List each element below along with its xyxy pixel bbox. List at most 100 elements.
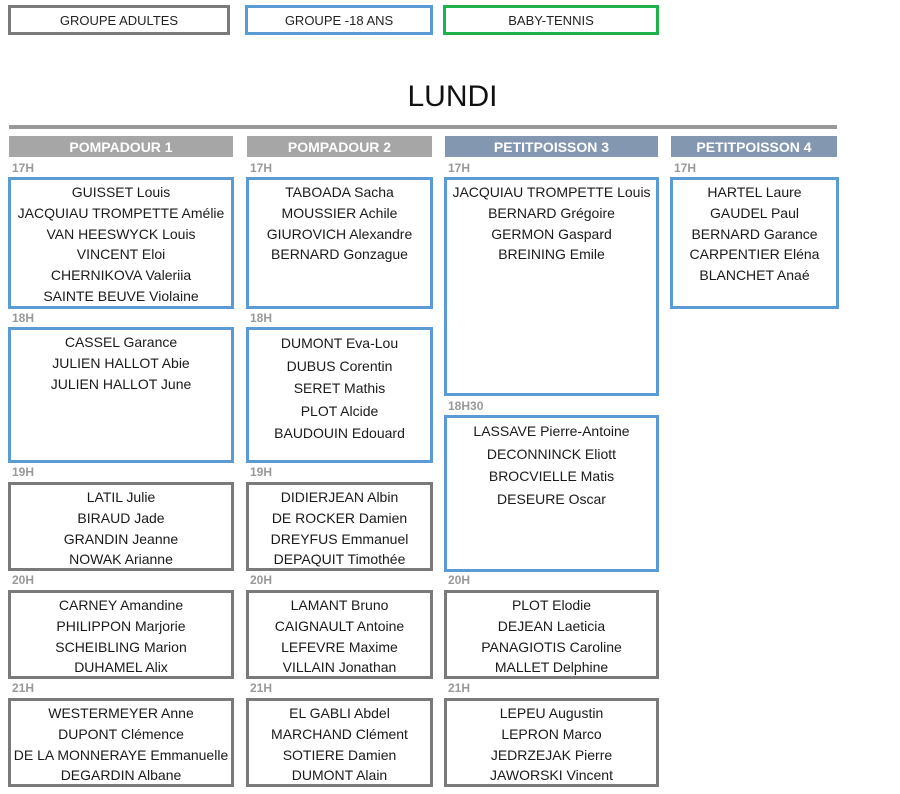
slot-box: DIDIERJEAN Albin DE ROCKER Damien DREYFU… xyxy=(246,482,433,571)
player-name: MARCHAND Clément xyxy=(271,725,408,742)
player-name: LAMANT Bruno xyxy=(290,597,389,613)
time-label: 21H xyxy=(448,681,471,695)
day-title: LUNDI xyxy=(407,80,498,113)
player-name: CARNEY Amandine xyxy=(58,597,184,613)
player-name: PHILIPPON Marjorie xyxy=(56,617,186,634)
player-name: DUMONT Eva-Lou xyxy=(280,335,399,351)
player-name: CASSEL Garance xyxy=(64,334,178,350)
player-name: BLANCHET Anaé xyxy=(699,267,810,284)
player-name: LEPRON Marco xyxy=(501,725,602,742)
player-name: TABOADA Sacha xyxy=(285,184,394,200)
player-name: VAN HEESWYCK Louis xyxy=(46,225,196,242)
slot-box: LAMANT Bruno CAIGNAULT Antoine LEFEVRE M… xyxy=(246,590,433,679)
player-name: PLOT Alcide xyxy=(300,402,379,419)
time-label: 21H xyxy=(12,681,35,695)
player-name: BERNARD Gonzague xyxy=(271,246,408,263)
player-name: PLOT Elodie xyxy=(511,597,592,613)
slot-box: CARNEY Amandine PHILIPPON Marjorie SCHEI… xyxy=(8,590,234,679)
player-name: SAINTE BEUVE Violaine xyxy=(43,287,199,304)
player-name: JULIEN HALLOT June xyxy=(50,375,192,392)
player-name: DUHAMEL Alix xyxy=(74,659,168,676)
player-name: GAUDEL Paul xyxy=(710,204,799,221)
player-name: EL GABLI Abdel xyxy=(289,705,390,721)
player-name: LEPEU Augustin xyxy=(499,705,604,721)
player-name: VILLAIN Jonathan xyxy=(282,659,397,676)
player-name: LEFEVRE Maxime xyxy=(281,638,398,655)
player-name: PANAGIOTIS Caroline xyxy=(481,638,622,655)
player-name: VINCENT Eloi xyxy=(76,246,166,263)
time-label: 20H xyxy=(448,573,471,587)
player-name: BREINING Emile xyxy=(498,246,605,263)
player-name: DIDIERJEAN Albin xyxy=(280,489,399,505)
court-header-pompadour-2: POMPADOUR 2 xyxy=(247,136,432,157)
player-name: GERMON Gaspard xyxy=(491,225,612,242)
player-name: CHERNIKOVA Valeriia xyxy=(50,267,192,284)
player-name: MALLET Delphine xyxy=(494,659,609,676)
slot-box: DUMONT Eva-Lou DUBUS Corentin SERET Math… xyxy=(246,327,433,463)
player-name: SCHEIBLING Marion xyxy=(55,638,187,655)
player-name: LASSAVE Pierre-Antoine xyxy=(473,423,630,439)
slot-box: LEPEU Augustin LEPRON Marco JEDRZEJAK Pi… xyxy=(444,698,659,787)
player-name: JEDRZEJAK Pierre xyxy=(490,746,613,763)
player-name: BROCVIELLE Matis xyxy=(488,468,615,484)
player-name: JAWORSKI Vincent xyxy=(490,767,613,784)
time-label: 20H xyxy=(12,573,35,587)
player-name: SERET Mathis xyxy=(293,380,386,396)
time-label: 17H xyxy=(674,161,697,175)
time-label: 18H xyxy=(12,311,35,325)
court-header-petitpoisson-4: PETITPOISSON 4 xyxy=(671,136,837,157)
player-name: NOWAK Arianne xyxy=(69,551,173,568)
slot-box: CASSEL Garance JULIEN HALLOT Abie JULIEN… xyxy=(8,327,234,463)
player-name: DREYFUS Emmanuel xyxy=(270,530,409,547)
slot-box: EL GABLI Abdel MARCHAND Clément SOTIERE … xyxy=(246,698,433,787)
time-label: 21H xyxy=(250,681,273,695)
player-name: SOTIERE Damien xyxy=(282,746,397,763)
player-name: GRANDIN Jeanne xyxy=(63,530,179,547)
slot-box: JACQUIAU TROMPETTE Louis BERNARD Grégoir… xyxy=(444,177,659,396)
player-name: DUMONT Alain xyxy=(291,767,388,784)
court-header-petitpoisson-3: PETITPOISSON 3 xyxy=(445,136,658,157)
player-name: JACQUIAU TROMPETTE Louis xyxy=(452,184,651,200)
day-divider xyxy=(9,125,837,129)
slot-box: HARTEL Laure GAUDEL Paul BERNARD Garance… xyxy=(670,177,839,309)
player-name: BAUDOUIN Edouard xyxy=(274,425,405,441)
player-name: JULIEN HALLOT Abie xyxy=(52,354,190,371)
player-name: DE LA MONNERAYE Emmanuelle xyxy=(13,746,229,763)
time-label: 20H xyxy=(250,573,273,587)
player-name: DESEURE Oscar xyxy=(497,490,606,507)
player-name: CAIGNAULT Antoine xyxy=(274,617,405,634)
time-label: 17H xyxy=(448,161,471,175)
player-name: DEGARDIN Albane xyxy=(60,767,182,784)
player-name: HARTEL Laure xyxy=(707,184,802,200)
player-name: DUPONT Clémence xyxy=(58,725,184,742)
player-name: LATIL Julie xyxy=(86,489,156,505)
time-label: 19H xyxy=(12,465,35,479)
player-name: DE ROCKER Damien xyxy=(271,509,408,526)
player-name: BIRAUD Jade xyxy=(77,509,165,526)
court-header-pompadour-1: POMPADOUR 1 xyxy=(9,136,233,157)
time-label: 18H30 xyxy=(448,399,484,413)
player-name: CARPENTIER Eléna xyxy=(689,246,820,263)
slot-box: WESTERMEYER Anne DUPONT Clémence DE LA M… xyxy=(8,698,234,787)
player-name: BERNARD Garance xyxy=(691,225,818,242)
slot-box: LATIL Julie BIRAUD Jade GRANDIN Jeanne N… xyxy=(8,482,234,571)
time-label: 19H xyxy=(250,465,273,479)
legend-groupe-adultes: GROUPE ADULTES xyxy=(8,5,230,35)
player-name: GUISSET Louis xyxy=(71,184,171,200)
player-name: DECONNINCK Eliott xyxy=(486,445,617,462)
player-name: GIUROVICH Alexandre xyxy=(266,225,413,242)
slot-box: TABOADA Sacha MOUSSIER Achile GIUROVICH … xyxy=(246,177,433,309)
player-name: WESTERMEYER Anne xyxy=(48,705,194,721)
player-name: JACQUIAU TROMPETTE Amélie xyxy=(17,204,225,221)
time-label: 18H xyxy=(250,311,273,325)
player-name: DUBUS Corentin xyxy=(286,357,393,374)
time-label: 17H xyxy=(250,161,273,175)
player-name: BERNARD Grégoire xyxy=(488,204,615,221)
player-name: DEPAQUIT Timothée xyxy=(273,551,406,568)
legend-baby-tennis: BABY-TENNIS xyxy=(443,5,659,35)
slot-box: LASSAVE Pierre-Antoine DECONNINCK Eliott… xyxy=(444,415,659,572)
player-name: MOUSSIER Achile xyxy=(281,204,398,221)
player-name: DEJEAN Laeticia xyxy=(497,617,606,634)
slot-box: PLOT Elodie DEJEAN Laeticia PANAGIOTIS C… xyxy=(444,590,659,679)
slot-box: GUISSET Louis JACQUIAU TROMPETTE Amélie … xyxy=(8,177,234,309)
